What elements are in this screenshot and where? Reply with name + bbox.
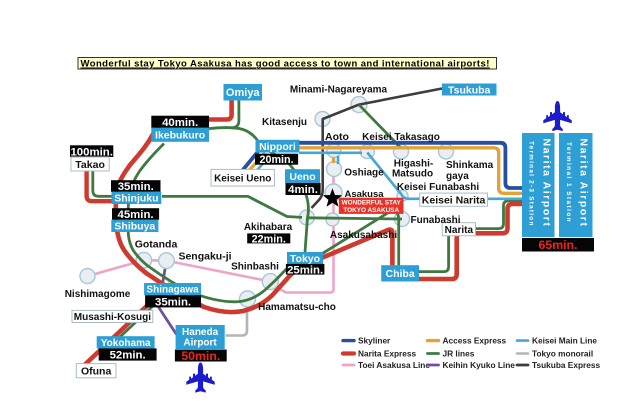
svg-text:25min.: 25min. (287, 264, 323, 276)
svg-text:Akihabara: Akihabara (244, 222, 293, 233)
svg-text:Wonderful stay Tokyo Asakusa h: Wonderful stay Tokyo Asakusa has good ac… (81, 59, 490, 70)
svg-text:Takao: Takao (75, 159, 105, 171)
svg-text:Keisei Funabashi: Keisei Funabashi (397, 182, 479, 193)
svg-text:Oshiage: Oshiage (344, 168, 384, 179)
svg-text:Narita: Narita (445, 225, 474, 236)
svg-text:Access Express: Access Express (443, 336, 507, 346)
svg-text:Asakusa: Asakusa (344, 189, 384, 200)
svg-text:4min.: 4min. (288, 184, 318, 196)
svg-text:35min.: 35min. (118, 181, 154, 193)
svg-text:Funabashi: Funabashi (410, 215, 460, 226)
svg-text:52min.: 52min. (110, 350, 146, 362)
svg-text:Ikebukuro: Ikebukuro (155, 130, 205, 142)
svg-text:Shinbashi: Shinbashi (231, 261, 279, 272)
svg-text:Nishimagome: Nishimagome (65, 289, 131, 300)
svg-text:Tsukuba: Tsukuba (448, 84, 491, 96)
svg-text:gaya: gaya (446, 171, 469, 182)
svg-text:Omiya: Omiya (226, 87, 261, 99)
svg-text:Sengaku-ji: Sengaku-ji (178, 250, 231, 262)
svg-text:Keisei Narita: Keisei Narita (422, 194, 486, 206)
svg-text:Shibuya: Shibuya (114, 221, 155, 233)
svg-text:Aoto: Aoto (325, 131, 349, 143)
svg-text:Hamamatsu-cho: Hamamatsu-cho (258, 302, 336, 313)
svg-text:Keisei Main Line: Keisei Main Line (532, 336, 597, 346)
svg-text:Chiba: Chiba (386, 268, 415, 280)
svg-text:Shinagawa: Shinagawa (146, 285, 199, 296)
svg-text:Keihin Kyuko Line: Keihin Kyuko Line (443, 360, 516, 370)
svg-text:22min.: 22min. (252, 233, 286, 245)
svg-text:Gotanda: Gotanda (135, 238, 178, 250)
svg-text:Kitasenju: Kitasenju (262, 117, 307, 128)
svg-text:TOKYO ASAKUSA: TOKYO ASAKUSA (343, 207, 399, 214)
svg-text:45min.: 45min. (118, 209, 154, 221)
svg-text:Ueno: Ueno (289, 171, 315, 183)
svg-text:Terminal 2-3 Station: Terminal 2-3 Station (528, 141, 535, 227)
svg-text:Asakusabashi: Asakusabashi (330, 230, 397, 241)
svg-text:Narita Airport: Narita Airport (541, 139, 553, 228)
svg-text:35min.: 35min. (155, 296, 191, 308)
svg-text:40min.: 40min. (162, 117, 198, 129)
svg-text:Musashi-Kosugi: Musashi-Kosugi (74, 312, 151, 323)
svg-text:JR lines: JR lines (443, 349, 475, 359)
svg-text:Skyliner: Skyliner (358, 336, 391, 346)
svg-text:Higashi-: Higashi- (394, 158, 433, 169)
svg-text:Minami-Nagareyama: Minami-Nagareyama (290, 84, 388, 95)
svg-text:20min.: 20min. (259, 154, 293, 166)
svg-text:Narita Airport: Narita Airport (578, 139, 590, 228)
svg-text:Tokyo monorail: Tokyo monorail (532, 349, 593, 359)
svg-text:Yokohama: Yokohama (101, 338, 151, 349)
svg-text:Narita Express: Narita Express (358, 349, 416, 359)
svg-text:Airport: Airport (183, 338, 217, 349)
svg-text:Haneda: Haneda (182, 327, 219, 338)
svg-text:Tsukuba Express: Tsukuba Express (532, 360, 600, 370)
svg-text:WONDERFUL STAY: WONDERFUL STAY (342, 199, 402, 206)
svg-text:Keisei Takasago: Keisei Takasago (362, 132, 440, 143)
svg-text:Toei Asakusa Line: Toei Asakusa Line (358, 360, 430, 370)
svg-text:Shinjuku: Shinjuku (114, 193, 158, 205)
svg-text:100min.: 100min. (70, 146, 112, 158)
svg-text:50min.: 50min. (181, 349, 220, 363)
svg-text:Terminal 1 Station: Terminal 1 Station (565, 142, 572, 223)
svg-text:Matsudo: Matsudo (392, 168, 433, 179)
svg-text:65min.: 65min. (539, 238, 578, 252)
svg-text:Ofuna: Ofuna (81, 365, 111, 377)
svg-text:Nippori: Nippori (259, 141, 296, 153)
svg-text:Tokyo: Tokyo (290, 253, 320, 265)
svg-text:Shinkama: Shinkama (446, 160, 494, 171)
svg-text:Keisei Ueno: Keisei Ueno (214, 173, 271, 184)
